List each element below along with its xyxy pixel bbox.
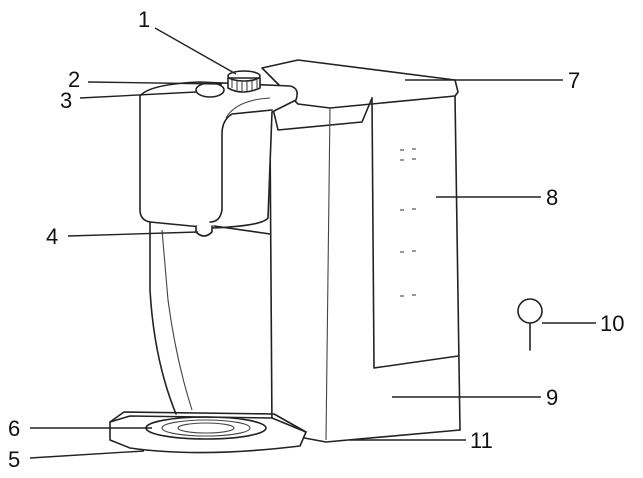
- recess-left: [149, 221, 177, 415]
- callout-5: 5: [8, 447, 20, 472]
- button-3: [195, 82, 225, 98]
- knob-1-grip: [231, 80, 258, 91]
- callout-6: 6: [8, 416, 20, 441]
- callout-4: 4: [46, 224, 58, 249]
- knob-1-top: [227, 70, 261, 82]
- callout-8: 8: [546, 185, 558, 210]
- recess-back: [213, 225, 271, 235]
- callout-2: 2: [68, 67, 80, 92]
- callout-labels: 1 2 3 4 5 6 7 8 9 10 11: [8, 7, 624, 472]
- callout-10: 10: [600, 311, 624, 336]
- spout-area: [149, 221, 271, 415]
- leader-lines: [29, 27, 596, 459]
- callout-9: 9: [546, 385, 558, 410]
- accessory-head: [517, 298, 543, 324]
- leader-4: [67, 231, 199, 237]
- head-front-panel-inner: [225, 97, 271, 119]
- tray-grill-inner: [177, 422, 235, 434]
- tank-front-top: [269, 95, 373, 131]
- leader-1: [154, 27, 237, 75]
- callout-7: 7: [568, 68, 580, 93]
- water-level-window: [371, 97, 459, 369]
- tank-divider: [325, 107, 331, 441]
- tray-top: [109, 411, 307, 433]
- drip-tray: [109, 411, 307, 454]
- nozzle: [195, 225, 213, 237]
- tray-grill-mid: [161, 419, 251, 437]
- dispensing-head: [139, 70, 298, 229]
- tray-base: [109, 415, 307, 454]
- callout-11: 11: [470, 428, 493, 453]
- head-shell: [139, 81, 298, 229]
- leader-3: [79, 91, 197, 99]
- tank-front-left-edge: [269, 127, 273, 433]
- head-front-panel: [209, 109, 273, 223]
- callout-1: 1: [138, 7, 150, 32]
- callout-3: 3: [60, 88, 72, 113]
- recess-inner-left: [161, 229, 193, 411]
- leader-2: [87, 81, 223, 85]
- tank-right-side: [454, 95, 461, 431]
- tank-lid: [261, 59, 459, 109]
- leader-5: [29, 450, 145, 459]
- dispenser-body: [261, 59, 461, 443]
- level-markings: [400, 148, 416, 297]
- accessory-10: [517, 298, 543, 351]
